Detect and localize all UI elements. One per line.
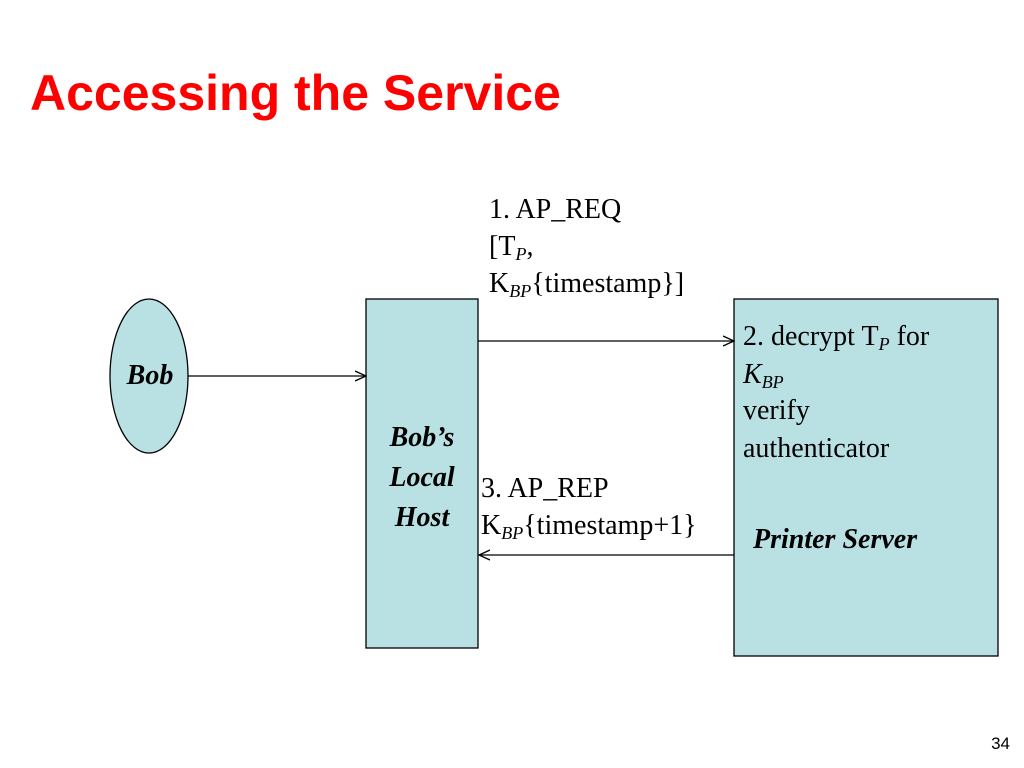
step1-comma: , <box>526 231 534 262</box>
step1-line2: [TP, <box>489 228 684 265</box>
bob-label: Bob <box>126 360 174 391</box>
step2-line1: 2. decrypt TP for <box>743 316 929 358</box>
printer-server-label: Printer Server <box>753 524 918 555</box>
local-host-box <box>365 298 479 649</box>
step1-line1: 1. AP_REQ <box>489 194 622 225</box>
step2-ticket-sub: P <box>878 334 890 354</box>
step3-key-sub: BP <box>501 523 524 543</box>
step1-key: K <box>489 268 510 299</box>
step3-key: K <box>481 510 502 541</box>
step2-prefix: 2. decrypt T <box>743 321 879 352</box>
step1-key-sub: BP <box>509 281 532 301</box>
step2-line2: KBP <box>743 358 929 392</box>
step1-line3: KBP{timestamp}] <box>489 265 684 302</box>
step1-open: [T <box>489 231 516 262</box>
step2-key: K <box>743 359 762 390</box>
local-host-line1: Bob’s <box>389 422 455 453</box>
step3-line1: 3. AP_REP <box>481 473 609 504</box>
step1-ticket-sub: P <box>515 244 527 264</box>
step2-line4: authenticator <box>743 433 890 464</box>
step1-payload: {timestamp}] <box>531 268 685 299</box>
step2-label: 2. decrypt TP for KBP verify authenticat… <box>743 316 929 468</box>
local-host-label: Bob’s Local Host <box>366 418 478 538</box>
step1-label: 1. AP_REQ [TP, KBP{timestamp}] <box>489 191 684 302</box>
local-host-line2: Local <box>389 462 455 493</box>
page-number: 34 <box>991 734 1010 753</box>
step2-for: for <box>889 321 930 352</box>
step2-line3: verify <box>743 395 810 426</box>
step3-payload: {timestamp+1} <box>523 510 697 541</box>
step3-label: 3. AP_REP KBP{timestamp+1} <box>481 470 697 544</box>
page-title: Accessing the Service <box>30 65 561 121</box>
printer-server-box <box>733 298 999 657</box>
step2-key-sub: BP <box>761 372 784 392</box>
local-host-line3: Host <box>394 502 450 533</box>
step3-line2: KBP{timestamp+1} <box>481 507 697 544</box>
